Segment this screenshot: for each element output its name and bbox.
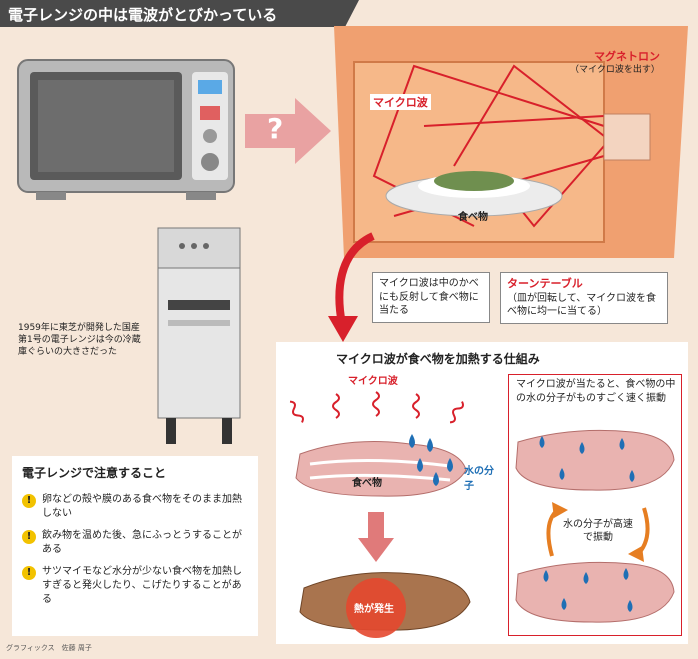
callout-turntable: ターンテーブル （皿が回転して、マイクロ波を食べ物に均一に当てる） <box>500 272 668 324</box>
turntable-title: ターンテーブル <box>507 277 583 290</box>
microwave-label-mechanism: マイクロ波 <box>348 376 398 387</box>
caution-item: ! 飲み物を温めた後、急にふっとうすることがある <box>22 529 248 557</box>
microwave-waves <box>284 388 474 448</box>
caution-text: 飲み物を温めた後、急にふっとうすることがある <box>42 530 242 555</box>
caution-text: 卵などの殻や膜のある食べ物をそのまま加熱しない <box>42 494 242 519</box>
molecule-box-text: マイクロ波が当たると、食べ物の中の水の分子がものすごく速く振動 <box>516 379 676 404</box>
transition-arrow <box>318 232 378 344</box>
meat-cooked <box>294 558 474 640</box>
callout-wall-reflection: マイクロ波は中のかべにも反射して食べ物に当たる <box>372 272 490 323</box>
heat-label: 熱が発生 <box>354 604 394 615</box>
water-molecule-label: 水の分子 <box>464 466 494 492</box>
history-caption: 1959年に東芝が開発した国産第1号の電子レンジは今の冷蔵庫ぐらいの大きさだった <box>18 323 141 358</box>
meat-raw <box>290 434 470 504</box>
page-title: 電子レンジの中は電波がとびかっている <box>0 0 359 27</box>
water-drops <box>400 432 470 492</box>
food-label-oven: 食べ物 <box>458 212 488 223</box>
vibrating-meat-top <box>512 424 678 500</box>
credit: グラフィックス 佐藤 周子 <box>6 644 92 652</box>
caution-item: ! 卵などの殻や膜のある食べ物をそのまま加熱しない <box>22 493 248 521</box>
turntable-text: （皿が回転して、マイクロ波を食べ物に均一に当てる） <box>507 292 656 318</box>
microwave-exterior <box>16 54 236 204</box>
microwave-label-oven: マイクロ波 <box>370 94 431 110</box>
warning-icon: ! <box>22 494 36 508</box>
vibrating-meat-bottom <box>512 556 678 632</box>
question-arrow: ? <box>245 96 331 166</box>
food-label-mechanism: 食べ物 <box>352 478 382 489</box>
warning-icon: ! <box>22 530 36 544</box>
cautions-box: 電子レンジで注意すること ! 卵などの殻や膜のある食べ物をそのまま加熱しない !… <box>12 456 258 636</box>
warning-icon: ! <box>22 566 36 580</box>
mechanism-title: マイクロ波が食べ物を加熱する仕組み <box>336 352 540 366</box>
caution-text: サツマイモなど水分が少ない食べ物を加熱しすぎると発火したり、こげたりすることがあ… <box>42 566 242 605</box>
caution-item: ! サツマイモなど水分が少ない食べ物を加熱しすぎると発火したり、こげたりすること… <box>22 565 248 607</box>
vibration-cycle <box>538 500 658 564</box>
magnetron-label: マグネトロン <box>594 50 660 63</box>
vintage-microwave <box>148 224 248 448</box>
cautions-title: 電子レンジで注意すること <box>22 466 167 480</box>
magnetron-sub-label: （マイクロ波を出す） <box>570 65 660 75</box>
cycle-label: 水の分子が高速で振動 <box>563 519 633 543</box>
oven-interior <box>334 26 688 258</box>
heating-arrow <box>358 512 394 562</box>
question-mark: ? <box>267 112 284 145</box>
